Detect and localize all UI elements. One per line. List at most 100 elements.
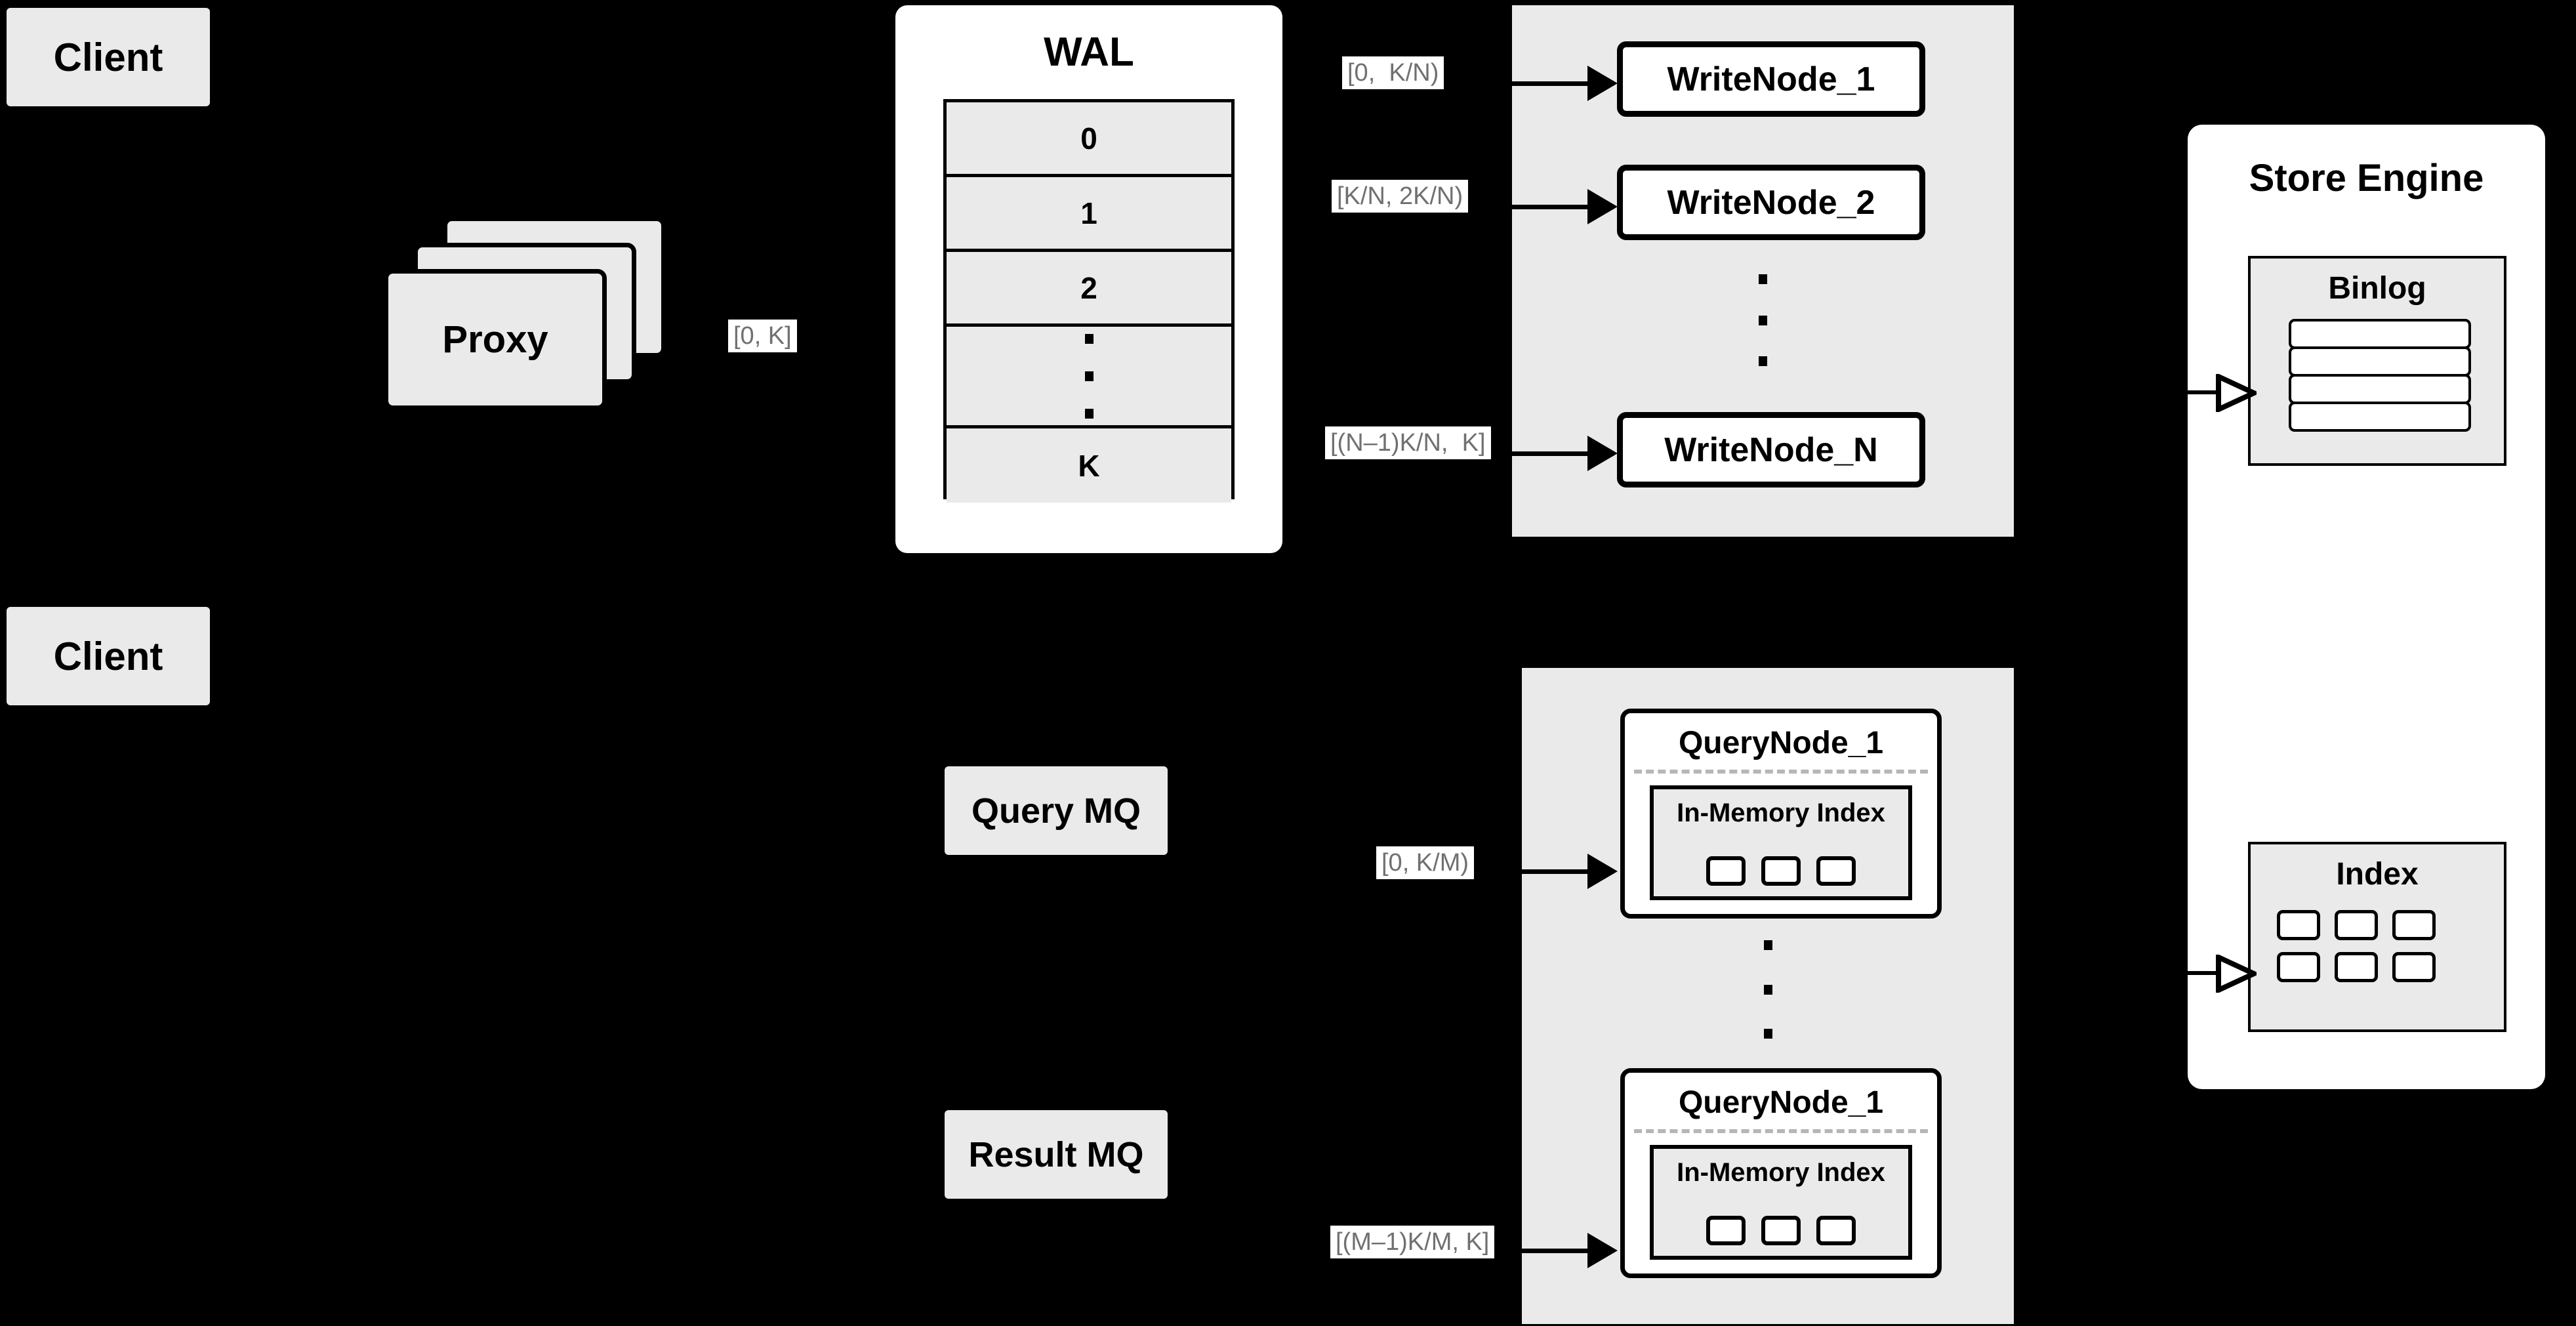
ellipsis-dot-icon	[1084, 408, 1094, 419]
connector-line-writenode-2	[1512, 205, 1614, 209]
edge-label-text: [0, K/M)	[1376, 846, 1475, 879]
index-panel: Index	[2248, 842, 2506, 1032]
arrowhead-hollow-binlog	[2216, 374, 2257, 412]
index-grid	[2277, 910, 2436, 982]
connector-line-writenode-1	[1512, 81, 1614, 86]
wal-row-label: 2	[1080, 270, 1097, 305]
index-title: Index	[2336, 857, 2419, 892]
index-cell	[2277, 952, 2320, 982]
connector-line-querynode-1	[1522, 869, 1614, 874]
ellipsis-dot-icon	[1759, 315, 1767, 325]
store-engine-panel: Store Engine Binlog Index	[2188, 125, 2545, 1089]
index-cell	[1761, 856, 1801, 886]
connector-line-writenode-n	[1512, 451, 1614, 456]
client-label: Client	[53, 35, 163, 79]
binlog-row	[2289, 346, 2471, 377]
index-cell	[2392, 952, 2436, 982]
edge-label-text: [0, K/N)	[1342, 56, 1444, 89]
wal-row-label: 0	[1080, 121, 1097, 155]
arrowhead-querynode-m	[1587, 1233, 1618, 1268]
binlog-row	[2289, 374, 2471, 404]
in-memory-index-cells	[1654, 856, 1908, 886]
store-engine-title: Store Engine	[2249, 157, 2484, 199]
wal-row: 0	[947, 102, 1231, 177]
edge-label-querynode-1: [0, K/M)	[1376, 846, 1475, 879]
index-cell	[1816, 1216, 1856, 1245]
ellipsis-dot-icon	[1084, 333, 1094, 344]
query-node-divider	[1634, 770, 1928, 774]
binlog-row	[2289, 402, 2471, 432]
edge-label-proxy-to-wal: [0, K]	[728, 320, 797, 352]
result-mq-label: Result MQ	[968, 1134, 1144, 1174]
connector-line-querynode-m	[1522, 1249, 1614, 1253]
query-cluster-ellipsis	[1522, 940, 2014, 1039]
query-node-1[interactable]: QueryNode_1 In-Memory Index	[1620, 709, 1942, 919]
proxy-card-front: Proxy	[384, 269, 607, 410]
edge-label-writenode-1: [0, K/N)	[1342, 56, 1444, 89]
arrowhead-querynode-1	[1587, 854, 1618, 889]
binlog-rows	[2289, 319, 2471, 432]
connector-line-index	[2184, 971, 2224, 975]
in-memory-index-title: In-Memory Index	[1677, 1158, 1885, 1187]
arrowhead-writenode-2	[1587, 189, 1618, 224]
connector-line-binlog	[2184, 390, 2224, 394]
write-node-1[interactable]: WriteNode_1	[1617, 41, 1925, 117]
client-node-2[interactable]: Client	[7, 607, 210, 705]
edge-label-querynode-m: [(M–1)K/M, K]	[1330, 1226, 1495, 1258]
index-cell	[1706, 1216, 1746, 1245]
ellipsis-dot-icon	[1759, 274, 1767, 284]
query-mq-node[interactable]: Query MQ	[945, 766, 1168, 855]
query-node-title: QueryNode_1	[1678, 726, 1884, 760]
write-node-label: WriteNode_2	[1667, 183, 1875, 222]
in-memory-index-m: In-Memory Index	[1650, 1145, 1912, 1260]
index-cell	[2335, 910, 2378, 940]
query-node-cluster: QueryNode_1 In-Memory Index QueryNode_1	[1522, 668, 2014, 1324]
ellipsis-dot-icon	[1763, 984, 1772, 995]
wal-row-label: K	[1078, 448, 1100, 483]
wal-panel: WAL 0 1 2 K	[895, 5, 1282, 553]
index-cell	[2277, 910, 2320, 940]
index-cell	[2335, 952, 2378, 982]
query-node-divider	[1634, 1129, 1928, 1133]
edge-label-writenode-n: [(N–1)K/N, K]	[1325, 426, 1491, 459]
wal-row: 1	[947, 177, 1231, 252]
ellipsis-dot-icon	[1763, 1029, 1772, 1039]
wal-row: K	[947, 428, 1231, 503]
in-memory-index-title: In-Memory Index	[1677, 798, 1885, 827]
index-cell	[1816, 856, 1856, 886]
ellipsis-dot-icon	[1763, 940, 1772, 950]
in-memory-index-cells	[1654, 1216, 1908, 1245]
binlog-panel: Binlog	[2248, 256, 2506, 466]
write-node-n[interactable]: WriteNode_N	[1617, 412, 1925, 487]
wal-title: WAL	[1044, 30, 1134, 75]
index-cell	[1706, 856, 1746, 886]
proxy-label: Proxy	[442, 318, 548, 361]
edge-label-text: [(N–1)K/N, K]	[1325, 426, 1491, 459]
write-cluster-ellipsis	[1512, 274, 2014, 366]
write-node-label: WriteNode_N	[1664, 430, 1878, 469]
wal-row: 2	[947, 252, 1231, 327]
client-node-1[interactable]: Client	[7, 8, 210, 106]
binlog-row	[2289, 319, 2471, 349]
edge-label-text: [0, K]	[728, 320, 797, 352]
index-cell	[2392, 910, 2436, 940]
result-mq-node[interactable]: Result MQ	[945, 1110, 1168, 1199]
arrowhead-writenode-n	[1587, 436, 1618, 471]
wal-table: 0 1 2 K	[943, 99, 1235, 503]
ellipsis-dot-icon	[1759, 356, 1767, 366]
query-node-m[interactable]: QueryNode_1 In-Memory Index	[1620, 1068, 1942, 1278]
edge-label-text: [(M–1)K/M, K]	[1330, 1226, 1495, 1258]
write-node-2[interactable]: WriteNode_2	[1617, 165, 1925, 240]
wal-row-ellipsis	[947, 327, 1231, 428]
client-label: Client	[53, 634, 163, 678]
write-node-label: WriteNode_1	[1667, 60, 1875, 98]
query-node-title: QueryNode_1	[1678, 1085, 1884, 1120]
wal-row-label: 1	[1080, 196, 1097, 230]
in-memory-index-1: In-Memory Index	[1650, 785, 1912, 900]
proxy-node[interactable]: Proxy	[384, 217, 666, 426]
edge-label-writenode-2: [K/N, 2K/N)	[1332, 180, 1469, 213]
edge-label-text: [K/N, 2K/N)	[1332, 180, 1469, 213]
ellipsis-dot-icon	[1084, 371, 1094, 381]
query-mq-label: Query MQ	[971, 791, 1141, 831]
